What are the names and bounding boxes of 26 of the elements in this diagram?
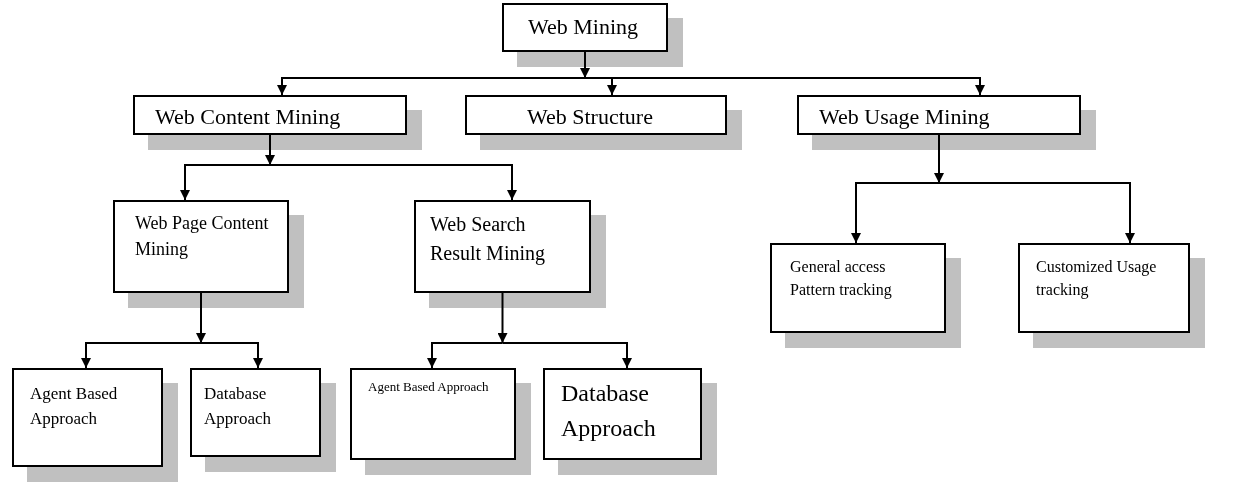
arrow [200, 342, 263, 369]
box-label: Web Mining [528, 13, 640, 41]
arrow [501, 342, 632, 369]
box-label: Web Structure [527, 103, 654, 131]
arrow [938, 182, 1135, 244]
box-label: Web Usage Mining [819, 103, 991, 131]
box-label: Web Content Mining [155, 103, 342, 131]
box-label: Customized Usage tracking [1036, 257, 1158, 301]
box-label: Web Search Result Mining [430, 212, 546, 267]
arrow [277, 77, 586, 96]
arrow [497, 292, 508, 344]
box-label: Web Page Content Mining [135, 212, 270, 262]
arrow [180, 164, 271, 201]
arrow [81, 342, 202, 369]
arrow [196, 292, 206, 344]
box-label: Agent Based Approach [30, 383, 119, 430]
arrow [265, 134, 275, 166]
arrow [269, 164, 517, 201]
box-label: General access Pattern tracking [790, 257, 893, 301]
box-label: Database Approach [561, 379, 657, 443]
box-label: Database Approach [204, 383, 273, 430]
arrow [580, 51, 590, 79]
arrow [427, 342, 504, 369]
arrow [934, 134, 944, 184]
arrow [851, 182, 940, 244]
box-label: Agent Based Approach [368, 378, 490, 396]
